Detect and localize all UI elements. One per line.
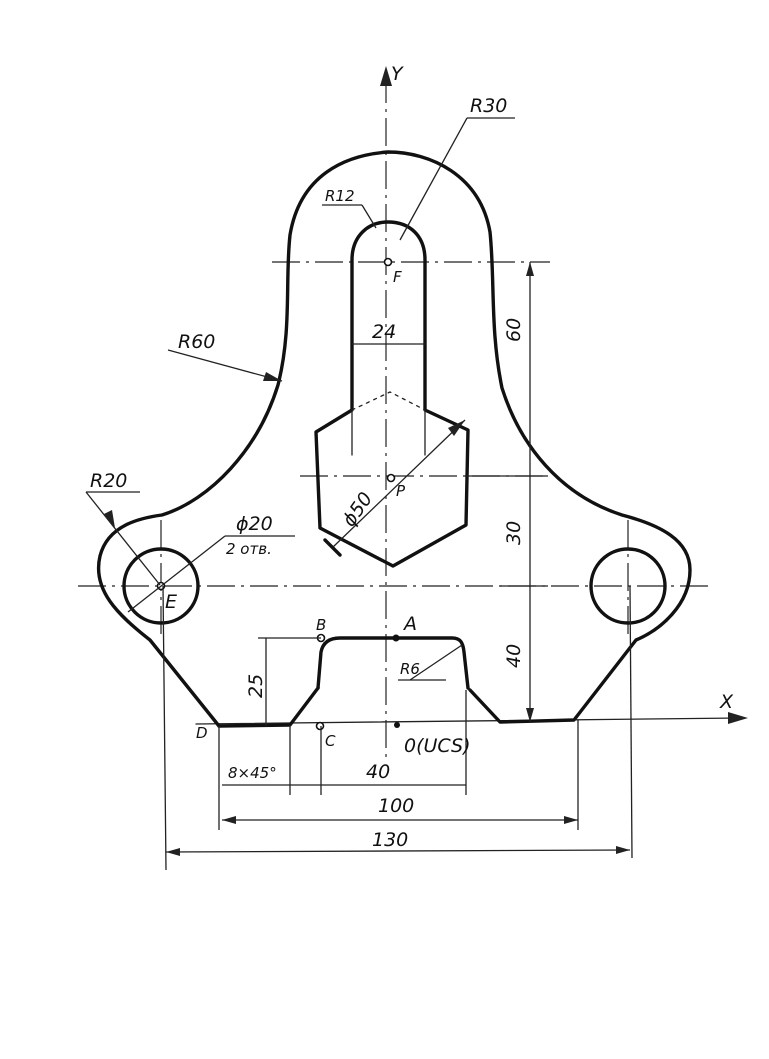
right-hole [589, 547, 667, 625]
ext-130-left [162, 585, 167, 871]
v30-label: 30 [503, 521, 525, 545]
center-lines [78, 75, 741, 760]
outer-contour [96, 150, 692, 728]
bottom-left-edge [217, 686, 320, 728]
d20-label: ϕ20 [236, 513, 273, 535]
w24-label: 24 [372, 321, 396, 343]
w130-label: 130 [372, 829, 408, 851]
left-hole [122, 547, 200, 625]
r60-arrow [263, 372, 282, 381]
v-arrow-top [526, 262, 534, 276]
point-p-label: P [396, 482, 406, 500]
origin-label: 0(UCS) [404, 735, 471, 757]
origin-marker [394, 722, 400, 728]
x-axis-line [195, 717, 741, 725]
r20-label: R20 [90, 470, 127, 492]
point-c-label: C [325, 732, 336, 750]
r6-leader [409, 644, 463, 681]
r12-leader2 [361, 204, 377, 229]
d50-leader [331, 419, 466, 549]
point-b-label: B [316, 616, 326, 634]
labels: Y X R30 R12 F 24 R60 60 P ϕ50 30 R20 ϕ20… [90, 63, 734, 851]
axis-arrows [380, 66, 748, 724]
dim-100-arrow-left [222, 816, 236, 824]
r60-leader [167, 349, 283, 382]
dim-100-arrow-right [564, 816, 578, 824]
point-a-marker [392, 634, 400, 642]
d50-tick [323, 538, 342, 557]
v-arrow-bottom [526, 708, 534, 722]
v40-label: 40 [503, 644, 525, 668]
holes-label: 2 отв. [226, 540, 272, 558]
dim-130-line [165, 849, 631, 853]
ext-130-right [629, 585, 633, 859]
point-f-label: F [393, 268, 402, 286]
chamfer-label: 8×45° [228, 764, 277, 782]
point-a-label: A [402, 613, 417, 635]
hex-top-construction [351, 391, 426, 411]
y-axis-label: Y [391, 63, 404, 85]
w40-label: 40 [366, 761, 390, 783]
r6-label: R6 [400, 660, 420, 678]
w100-label: 100 [378, 795, 414, 817]
slot-and-hex-pocket [314, 220, 470, 568]
point-p-marker [386, 473, 396, 483]
v60-label: 60 [503, 318, 525, 342]
r30-label: R30 [470, 95, 507, 117]
x-axis-arrow [728, 712, 748, 724]
point-c-marker [315, 721, 325, 731]
r20-leader [85, 491, 161, 586]
r20-arrow [104, 510, 115, 528]
dim-130-arrow-left [166, 848, 180, 856]
point-e-label: E [165, 591, 177, 613]
h25-label: 25 [245, 674, 267, 698]
point-d-label: D [196, 724, 208, 742]
dim-130-arrow-right [616, 846, 630, 854]
y-axis-arrow [380, 66, 392, 86]
r12-label: R12 [325, 187, 355, 205]
point-f-marker [383, 257, 393, 267]
r60-label: R60 [178, 331, 215, 353]
d20-leader [127, 535, 226, 613]
d50-arrow [448, 420, 465, 436]
x-axis-label: X [719, 691, 734, 713]
r30-leader [399, 117, 468, 241]
dimension-lines [85, 117, 633, 871]
